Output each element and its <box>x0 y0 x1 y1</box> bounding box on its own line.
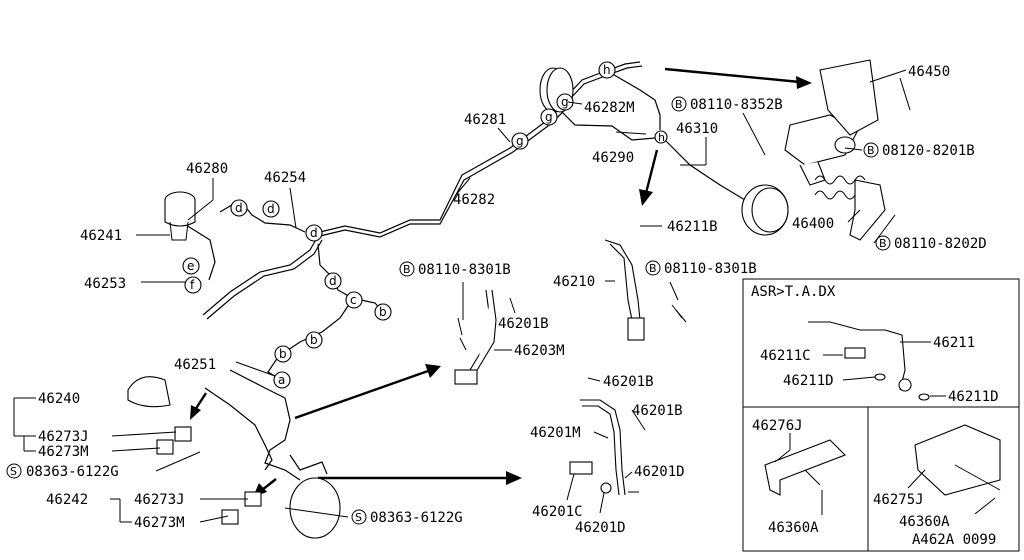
label-46241: 46241 <box>80 228 122 244</box>
label-46290: 46290 <box>592 150 634 166</box>
label-46273M: 46273M <box>38 444 89 460</box>
marker-h: h <box>658 131 665 144</box>
label-46400: 46400 <box>792 216 834 232</box>
label-08120-8201B: 08120-8201B <box>882 143 975 159</box>
inset-frames <box>742 278 1020 552</box>
inset-cover-46275J <box>914 424 1001 496</box>
marker-c: c <box>350 293 357 307</box>
screw-symbol: S <box>10 465 17 478</box>
marker-b: b <box>310 333 318 347</box>
part-labels: 46450 46282M 46310 46281 46290 46282 462… <box>38 64 999 536</box>
clips-lower-left <box>127 376 262 525</box>
label-46211: 46211 <box>933 335 975 351</box>
label-46240: 46240 <box>38 391 80 407</box>
label-46201B: 46201B <box>603 374 654 390</box>
label-46282M: 46282M <box>584 100 635 116</box>
bolt-symbol: B <box>879 237 887 250</box>
spring-46400 <box>814 175 886 241</box>
label-08110-8301B: 08110-8301B <box>664 261 757 277</box>
fastener-labels: B 08110-8352B B 08120-8201B B 08110-8202… <box>6 96 987 526</box>
label-08110-8202D: 08110-8202D <box>894 236 987 252</box>
inset-bracket-46276J <box>764 439 846 496</box>
marker-d: d <box>235 201 243 215</box>
label-46273J: 46273J <box>38 429 89 445</box>
label-46242: 46242 <box>46 492 88 508</box>
rear-booster <box>741 184 789 236</box>
screw-symbol: S <box>355 511 362 524</box>
marker-d: d <box>267 202 275 216</box>
brake-hose-46201M <box>569 399 626 496</box>
label-46211D: 46211D <box>783 373 834 389</box>
label-46254: 46254 <box>264 170 306 186</box>
label-08363-6122G: 08363-6122G <box>370 510 463 526</box>
label-46275J: 46275J <box>873 492 924 508</box>
label-46273M: 46273M <box>134 515 185 531</box>
label-46253: 46253 <box>84 276 126 292</box>
marker-g: g <box>516 134 524 148</box>
label-46201B: 46201B <box>498 316 549 332</box>
label-46251: 46251 <box>174 357 216 373</box>
label-46282: 46282 <box>453 192 495 208</box>
inset-title: ASR>T.A.DX <box>751 284 836 300</box>
label-46360A: 46360A <box>768 520 819 536</box>
label-46450: 46450 <box>908 64 950 80</box>
label-08110-8352B: 08110-8352B <box>690 97 783 113</box>
label-46201D: 46201D <box>575 520 626 536</box>
rear-disc <box>289 477 341 539</box>
label-46211B: 46211B <box>667 219 718 235</box>
label-46210: 46210 <box>553 274 595 290</box>
bolt-symbol: B <box>649 262 657 275</box>
flow-arrows <box>190 67 812 497</box>
marker-d: d <box>329 274 337 288</box>
marker-b: b <box>279 347 287 361</box>
abs-actuator <box>784 59 879 186</box>
label-46360A: 46360A <box>899 514 950 530</box>
diagram-code: A462A 0099 <box>912 532 996 548</box>
marker-g: g <box>545 110 553 124</box>
label-08363-6122G: 08363-6122G <box>26 464 119 480</box>
bolt-symbol: B <box>403 263 411 276</box>
label-46310: 46310 <box>676 121 718 137</box>
label-46201B: 46201B <box>632 403 683 419</box>
label-46211C: 46211C <box>760 348 811 364</box>
label-46273J: 46273J <box>134 492 185 508</box>
label-46201C: 46201C <box>532 504 583 520</box>
bolt-symbol: B <box>867 144 875 157</box>
connection-markers: d d d d c b b b a e f g g g h h <box>182 61 668 389</box>
marker-a: a <box>278 373 285 387</box>
label-46203M: 46203M <box>514 343 565 359</box>
label-46201M: 46201M <box>530 425 581 441</box>
label-46201D: 46201D <box>634 464 685 480</box>
master-cylinder-reservoir <box>164 191 196 241</box>
bolt-symbol: B <box>675 98 683 111</box>
marker-d: d <box>310 226 318 240</box>
label-46276J: 46276J <box>752 418 803 434</box>
marker-e: e <box>187 259 194 273</box>
leader-lines <box>13 69 996 523</box>
marker-b: b <box>379 305 387 319</box>
brake-hose-46203M <box>454 289 497 385</box>
brake-hose-46210 <box>604 239 687 341</box>
label-46280: 46280 <box>186 161 228 177</box>
inset-asr-hose <box>808 321 930 401</box>
marker-f: f <box>190 278 195 292</box>
label-08110-8301B: 08110-8301B <box>418 262 511 278</box>
marker-h: h <box>603 63 611 77</box>
brake-pipes <box>185 61 746 481</box>
label-46211D: 46211D <box>948 389 999 405</box>
label-46281: 46281 <box>464 112 506 128</box>
marker-g: g <box>561 95 569 109</box>
